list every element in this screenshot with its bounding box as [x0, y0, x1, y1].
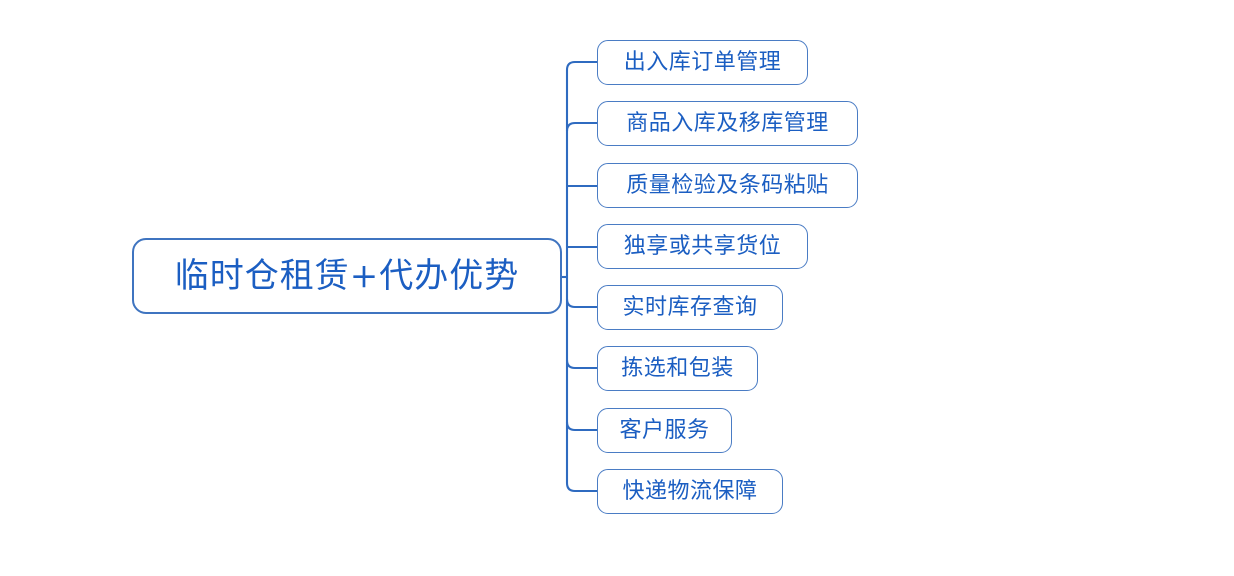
branch-node-8[interactable]: 快递物流保障	[597, 469, 783, 514]
branch-node-3-label: 质量检验及条码粘贴	[626, 172, 829, 198]
connector-branch-7	[565, 421, 597, 432]
connector-branch-5	[565, 298, 597, 309]
connector-branch-8	[565, 482, 597, 493]
branch-node-2-label: 商品入库及移库管理	[626, 110, 829, 136]
branch-node-8-label: 快递物流保障	[622, 478, 758, 504]
root-node-label: 临时仓租赁+代办优势	[174, 256, 520, 296]
branch-node-6-label: 拣选和包装	[621, 355, 734, 381]
branch-node-5-label: 实时库存查询	[622, 294, 758, 320]
connector-branch-6	[565, 359, 597, 370]
branch-node-6[interactable]: 拣选和包装	[597, 346, 758, 391]
branch-node-3[interactable]: 质量检验及条码粘贴	[597, 163, 858, 208]
branch-node-7-label: 客户服务	[619, 417, 710, 443]
branch-node-4[interactable]: 独享或共享货位	[597, 224, 808, 269]
branch-node-7[interactable]: 客户服务	[597, 408, 732, 453]
branch-node-2[interactable]: 商品入库及移库管理	[597, 101, 858, 146]
branch-node-1-label: 出入库订单管理	[623, 49, 782, 75]
root-node[interactable]: 临时仓租赁+代办优势	[132, 238, 562, 314]
branch-node-4-label: 独享或共享货位	[623, 233, 782, 259]
connector-branch-2	[565, 121, 597, 132]
branch-node-1[interactable]: 出入库订单管理	[597, 40, 808, 85]
branch-node-5[interactable]: 实时库存查询	[597, 285, 783, 330]
connector-branch-1	[565, 60, 597, 71]
